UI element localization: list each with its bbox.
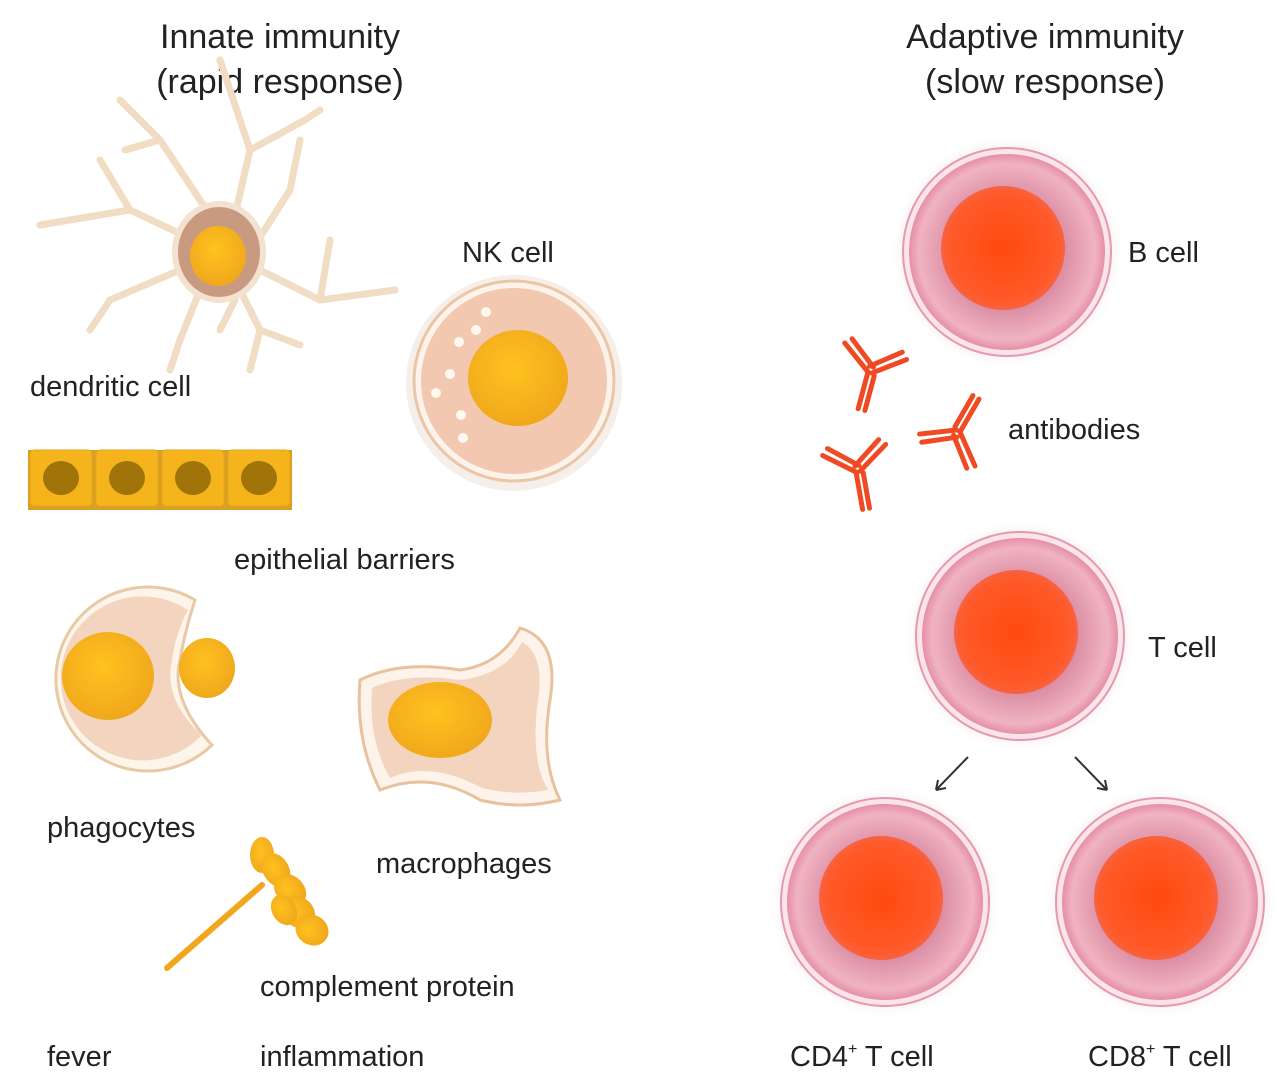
dendritic-cell-illustration	[36, 56, 399, 374]
label-t-cell: T cell	[1148, 632, 1217, 664]
label-dendritic-cell: dendritic cell	[30, 371, 191, 403]
arrow-down-left-icon	[935, 756, 969, 791]
epithelial-barrier-illustration	[28, 449, 292, 510]
label-complement-protein: complement protein	[260, 971, 515, 1003]
label-cd8-t-cell: CD8+ T cell	[1088, 1041, 1232, 1073]
label-cd4-t-cell: CD4+ T cell	[790, 1041, 934, 1073]
cd4-t-cell-illustration	[766, 783, 1004, 1021]
innate-title: Innate immunity	[160, 18, 400, 56]
label-b-cell: B cell	[1128, 237, 1199, 269]
label-epithelial-barriers: epithelial barriers	[234, 544, 455, 576]
complement-protein-illustration	[164, 837, 329, 971]
label-nk-cell: NK cell	[462, 237, 554, 269]
label-macrophages: macrophages	[376, 848, 552, 880]
nk-granules	[431, 307, 491, 443]
nk-cell-illustration	[406, 275, 622, 491]
adaptive-subtitle: (slow response)	[925, 63, 1165, 101]
phagocyte-illustration	[54, 585, 235, 773]
b-cell-illustration	[888, 133, 1126, 371]
cd8-t-cell-illustration	[1041, 783, 1279, 1021]
label-phagocytes: phagocytes	[47, 812, 195, 844]
macrophage-illustration	[357, 626, 563, 807]
antibody-icon	[917, 382, 1005, 471]
antibody-icon	[829, 337, 908, 417]
antibody-icon	[822, 439, 896, 515]
differentiation-arrows	[935, 756, 1108, 791]
innate-subtitle: (rapid response)	[156, 63, 404, 101]
label-fever: fever	[47, 1041, 112, 1073]
adaptive-title: Adaptive immunity	[906, 18, 1184, 56]
arrow-down-right-icon	[1074, 756, 1108, 791]
label-antibodies: antibodies	[1008, 414, 1140, 446]
t-cell-illustration	[901, 517, 1139, 755]
label-inflammation: inflammation	[260, 1041, 424, 1073]
